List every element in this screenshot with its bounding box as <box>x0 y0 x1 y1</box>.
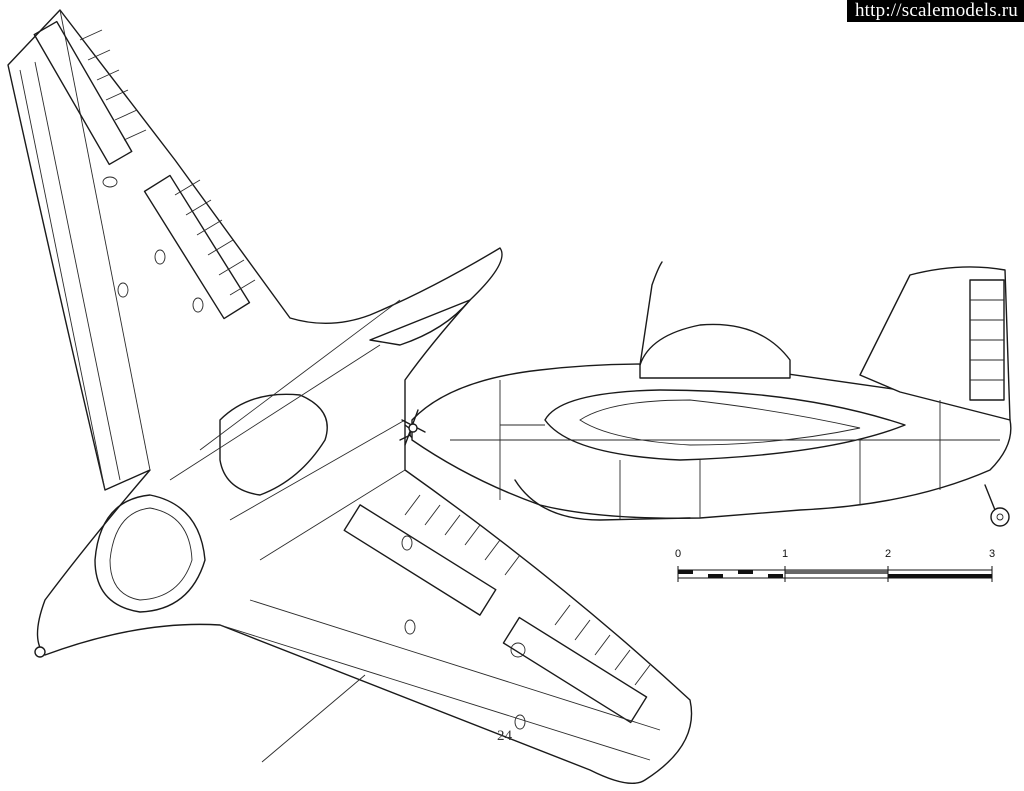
side-view <box>401 261 1012 527</box>
plan-outline <box>7 9 693 784</box>
side-canopy <box>639 323 791 379</box>
plan-view <box>7 9 693 784</box>
scale-label-1: 1 <box>781 548 789 560</box>
side-fin <box>859 266 1011 421</box>
plan-canopy <box>94 494 206 613</box>
scale-label-0: 0 <box>674 548 682 560</box>
scale-bar <box>677 566 993 582</box>
watermark-url: http://scalemodels.ru <box>846 0 1024 22</box>
page-number: 24 <box>497 728 512 744</box>
side-fuselage <box>411 363 1012 519</box>
scale-label-2: 2 <box>884 548 892 560</box>
scale-label-3: 3 <box>988 548 996 560</box>
